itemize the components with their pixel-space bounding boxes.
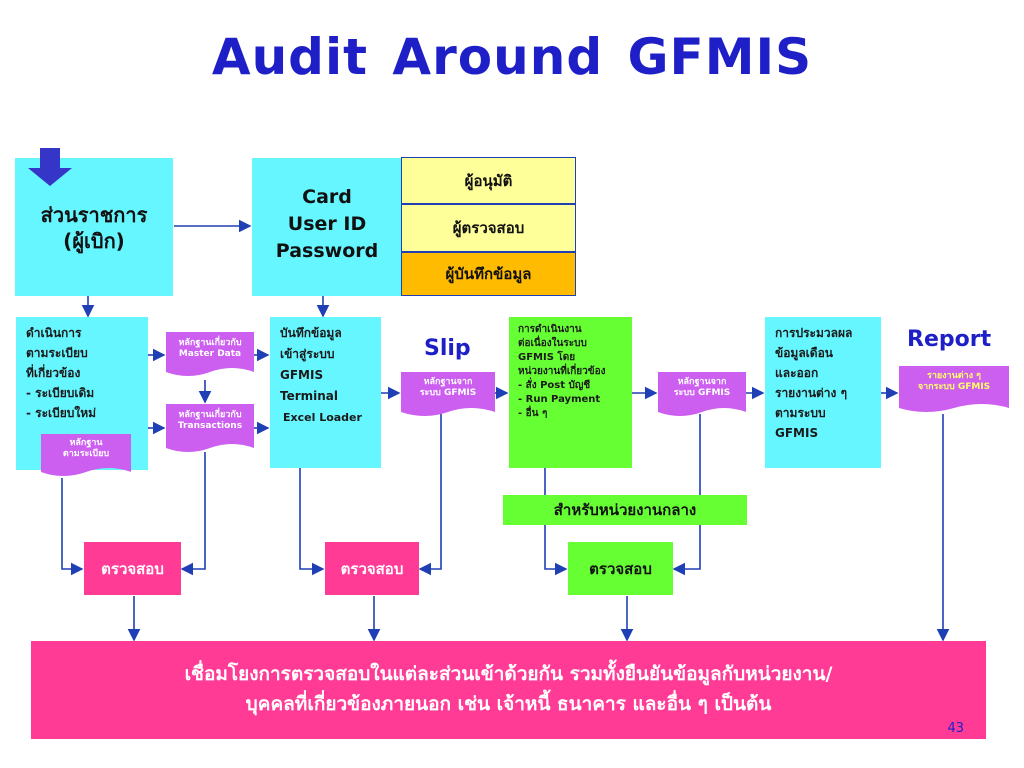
slip-label: Slip	[424, 336, 471, 361]
user-id-label: User ID	[287, 213, 367, 235]
page-number: 43	[947, 721, 964, 736]
master-data-label: หลักฐานเกี่ยวกับ Master Data	[178, 338, 242, 359]
report-doc-label: รายงานต่าง ๆ จากระบบ GFMIS	[917, 371, 991, 392]
credentials-box: Card User ID Password	[252, 158, 402, 296]
report-label: Report	[907, 327, 992, 352]
master-data-doc	[166, 332, 254, 376]
gfmis-operations-box: การดำเนินงาน ต่อเนื่องในระบบ GFMIS โดย ห…	[509, 317, 632, 468]
central-unit-label: สำหรับหน่วยงานกลาง	[503, 495, 747, 525]
footer-line-2: บุคคลที่เกี่ยวข้องภายนอก เช่น เจ้าหนี้ ธ…	[245, 693, 772, 715]
regulation-evidence-doc	[41, 434, 131, 476]
page-title: Audit Around GFMIS	[211, 28, 813, 86]
report-doc	[899, 366, 1009, 412]
agency-sublabel: (ผู้เบิก)	[63, 229, 125, 253]
audit-box-2: ตรวจสอบ	[325, 542, 419, 595]
slip-evidence-label: หลักฐานจาก ระบบ GFMIS	[419, 377, 477, 398]
transactions-doc	[166, 404, 254, 452]
footer-banner: เชื่อมโยงการตรวจสอบในแต่ละส่วนเข้าด้วยกั…	[31, 641, 986, 739]
password-label: Password	[275, 240, 379, 262]
footer-line-1: เชื่อมโยงการตรวจสอบในแต่ละส่วนเข้าด้วยกั…	[184, 663, 833, 685]
role-auditor: ผู้ตรวจสอบ	[401, 204, 576, 252]
audit-box-3: ตรวจสอบ	[568, 542, 673, 595]
gfmis-evidence-doc	[658, 372, 746, 416]
role-approver: ผู้อนุมัติ	[401, 157, 576, 204]
excel-loader-label: Excel Loader	[283, 411, 362, 424]
transactions-label: หลักฐานเกี่ยวกับ Transactions	[177, 410, 243, 431]
agency-box: ส่วนราชการ (ผู้เบิก)	[15, 148, 173, 296]
agency-label: ส่วนราชการ	[40, 203, 148, 227]
audit-box-1: ตรวจสอบ	[84, 542, 181, 595]
monthly-processing-box: การประมวลผล ข้อมูลเดือน และออก รายงานต่า…	[765, 317, 881, 468]
gfmis-evidence-label: หลักฐานจาก ระบบ GFMIS	[673, 377, 731, 398]
slip-evidence-doc	[401, 372, 495, 416]
regulation-evidence-label: หลักฐาน ตามระเบียบ	[62, 438, 110, 459]
down-arrow-icon	[28, 148, 72, 186]
role-data-entry: ผู้บันทึกข้อมูล	[401, 252, 576, 296]
card-label: Card	[302, 186, 352, 208]
data-entry-box: บันทึกข้อมูล เข้าสู่ระบบ GFMIS Terminal …	[270, 317, 381, 468]
